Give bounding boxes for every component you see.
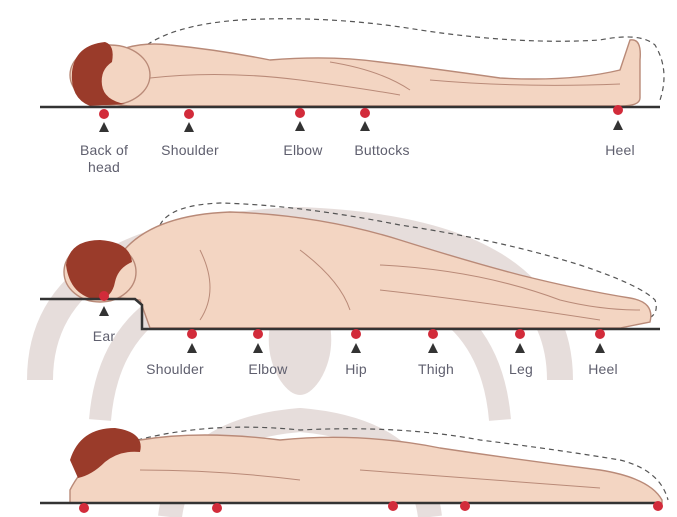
supine-pressure-point-heel [613,105,623,130]
supine-pressure-point-back-of-head [99,109,109,132]
label-thigh: Thigh [418,361,454,378]
supine-position-diagram [40,19,664,132]
lateral-pressure-point-elbow [253,329,263,353]
supine-pressure-point-elbow [295,108,305,131]
lateral-pressure-point-heel [595,329,605,353]
label-ear: Ear [93,328,115,345]
prone-pressure-point [460,501,470,511]
label-heel: Heel [605,142,635,159]
supine-body [90,40,640,106]
prone-pressure-point [388,501,398,511]
lateral-pressure-point-hip [351,329,361,353]
label-back-of-head: Back of head [69,142,139,176]
label-leg: Leg [509,361,533,378]
lateral-pressure-point-thigh [428,329,438,353]
label-shoulder: Shoulder [161,142,219,159]
label-buttocks: Buttocks [354,142,409,159]
label-elbow: Elbow [283,142,322,159]
prone-pressure-point [212,503,222,513]
label-hip: Hip [345,361,367,378]
prone-body [70,435,662,503]
label-elbow: Elbow [248,361,287,378]
prone-pressure-point [79,503,89,513]
prone-pressure-point [653,501,663,511]
lateral-pressure-point-shoulder [187,329,197,353]
lateral-pressure-point-leg [515,329,525,353]
label-shoulder: Shoulder [146,361,204,378]
supine-pressure-point-shoulder [184,109,194,132]
lateral-pressure-point-ear [99,291,109,316]
label-heel: Heel [588,361,618,378]
supine-pressure-point-buttocks [360,108,370,131]
prone-position-diagram [40,427,668,513]
